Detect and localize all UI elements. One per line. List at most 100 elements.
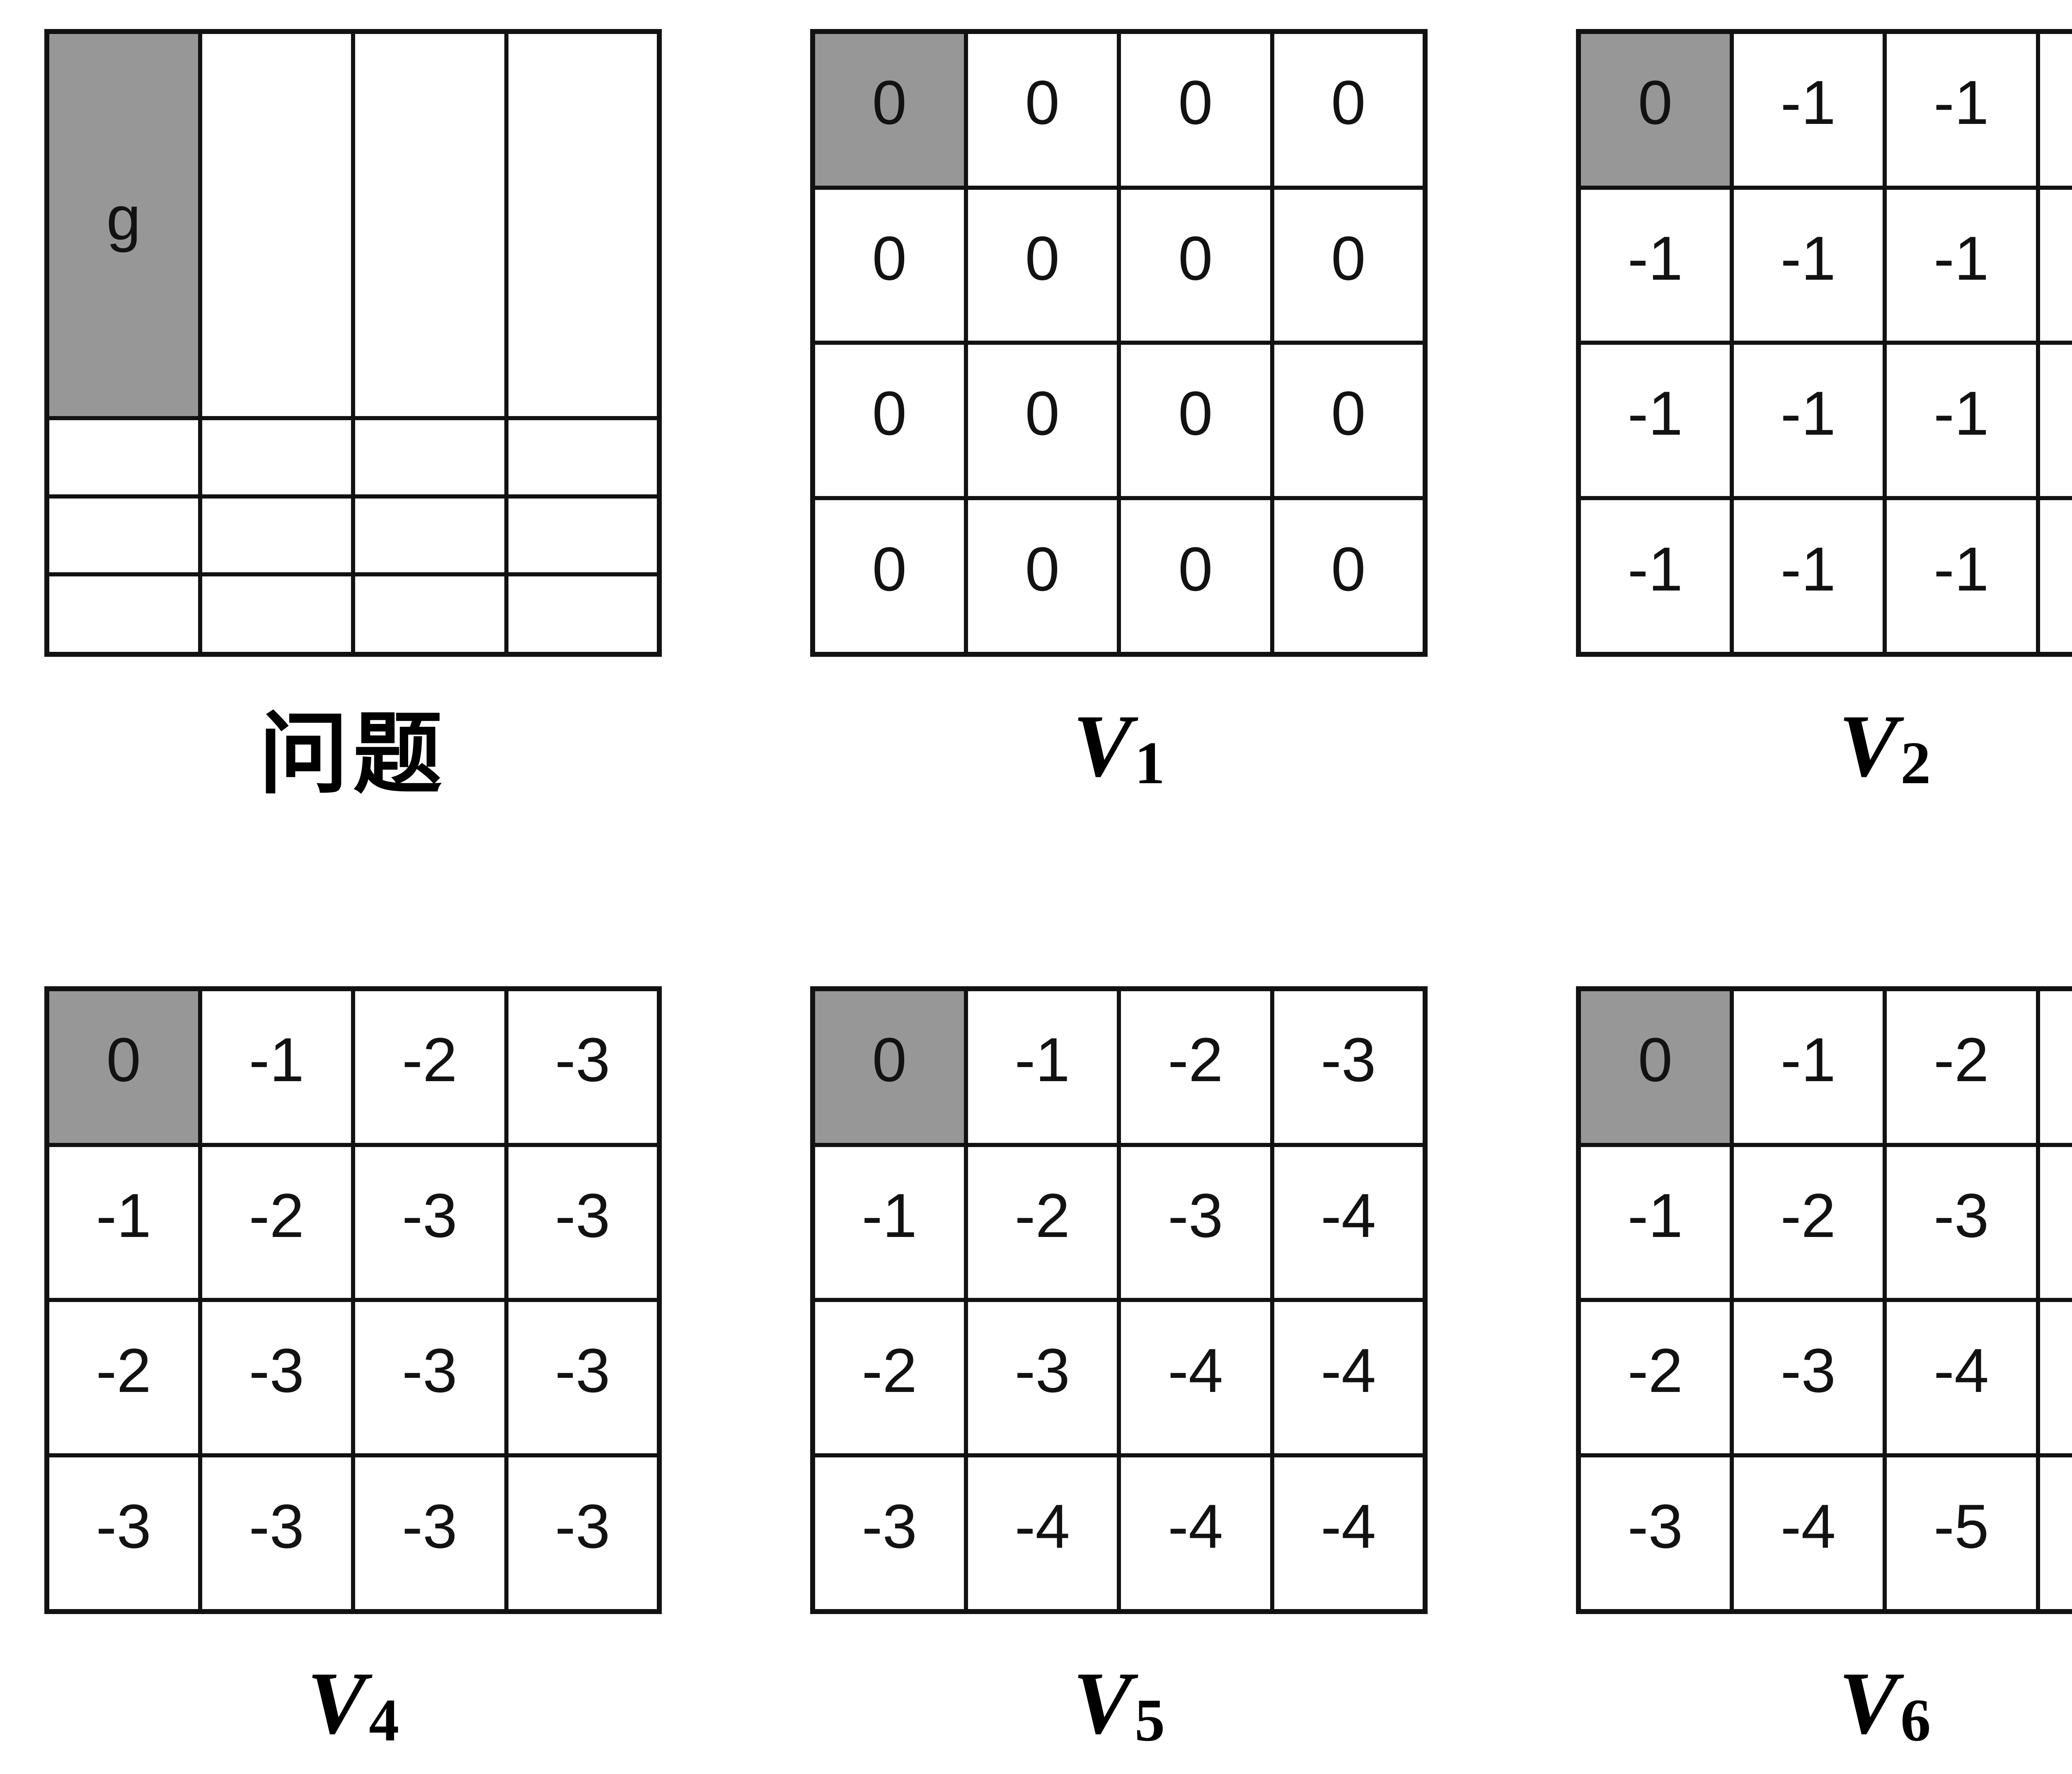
grid-cell bbox=[198, 416, 355, 499]
grid-cell: -1 bbox=[1576, 185, 1734, 345]
grid-cell: -2 bbox=[45, 1298, 202, 1458]
grid-cell bbox=[351, 416, 508, 499]
panel-v5: 0 -1 -2 -3 -1 -2 -3 -4 -2 -3 -4 -4 bbox=[810, 986, 1428, 1759]
grid-cell: 0 bbox=[1270, 29, 1427, 190]
goal-cell: 0 bbox=[45, 987, 202, 1147]
grid-cell bbox=[504, 572, 661, 656]
goal-cell: 0 bbox=[811, 29, 968, 190]
grid-cell: -2 bbox=[1117, 987, 1274, 1147]
grid-cell bbox=[45, 416, 202, 499]
v-subscript: 2 bbox=[1900, 729, 1931, 796]
grid-cell: 0 bbox=[811, 341, 968, 501]
grid-cell: -3 bbox=[963, 1298, 1121, 1458]
grid-cell: -1 bbox=[1576, 341, 1734, 501]
grid-cell: -5 bbox=[2036, 1453, 2072, 1614]
v-subscript: 6 bbox=[1900, 1686, 1931, 1754]
grid-cell: -1 bbox=[963, 987, 1121, 1147]
grid-cell: 0 bbox=[1270, 496, 1427, 656]
grid-cell: 0 bbox=[811, 185, 968, 345]
grid-cell: -3 bbox=[351, 1142, 508, 1302]
grid-cell: -4 bbox=[1883, 1298, 2040, 1458]
grid-cell: -3 bbox=[1270, 987, 1427, 1147]
grid-cell: -3 bbox=[811, 1453, 968, 1614]
grid-cell: -3 bbox=[45, 1453, 202, 1614]
grid-cell: -5 bbox=[2036, 1298, 2072, 1458]
grid-cell: -3 bbox=[198, 1453, 355, 1614]
grid-cell: 0 bbox=[1117, 29, 1274, 190]
grid-cell: -1 bbox=[1883, 185, 2040, 345]
grid-cell: -3 bbox=[198, 1298, 355, 1458]
grid-cell bbox=[198, 29, 355, 421]
grid-cell: -3 bbox=[504, 1298, 661, 1458]
grid-cell: 0 bbox=[963, 29, 1121, 190]
grid-cell: -1 bbox=[2036, 496, 2072, 656]
v-symbol: V bbox=[1072, 696, 1133, 795]
goal-cell: g bbox=[45, 29, 202, 421]
goal-cell: 0 bbox=[811, 987, 968, 1147]
grid-cell: 0 bbox=[963, 341, 1121, 501]
grid-cell: -2 bbox=[963, 1142, 1121, 1302]
v-subscript: 1 bbox=[1135, 729, 1165, 796]
grid-cell: 0 bbox=[1117, 496, 1274, 656]
grid-cell bbox=[351, 494, 508, 577]
grid-cell bbox=[504, 29, 661, 421]
grid-cell bbox=[45, 572, 202, 656]
grid-cell: -3 bbox=[504, 987, 661, 1147]
grid-cell bbox=[45, 494, 202, 577]
grid-cell: 0 bbox=[811, 496, 968, 656]
grid-cell: -4 bbox=[1270, 1453, 1427, 1614]
grid-caption-problem: 问题 bbox=[259, 705, 447, 804]
grid-cell: -4 bbox=[963, 1453, 1121, 1614]
grid-cell: -1 bbox=[1729, 496, 1887, 656]
v-symbol: V bbox=[307, 1653, 367, 1752]
grid-cell: -3 bbox=[2036, 987, 2072, 1147]
value-grid-v4: 0 -1 -2 -3 -1 -2 -3 -3 -2 -3 -3 -3 bbox=[44, 986, 662, 1614]
grid-cell: -1 bbox=[1883, 341, 2040, 501]
grid-cell: -1 bbox=[1729, 341, 1887, 501]
v-subscript: 4 bbox=[369, 1686, 399, 1754]
grid-cell: -2 bbox=[1729, 1142, 1887, 1302]
panel-v2: 0 -1 -1 -1 -1 -1 -1 -1 -1 -1 -1 -1 bbox=[1576, 29, 2072, 802]
figure-row-1: g bbox=[44, 29, 2072, 804]
grid-cell: 0 bbox=[963, 496, 1121, 656]
panel-v6: 0 -1 -2 -3 -1 -2 -3 -4 -2 -3 -4 -5 bbox=[1576, 986, 2072, 1759]
grid-cell: -3 bbox=[1729, 1298, 1887, 1458]
grid-cell bbox=[198, 572, 355, 656]
grid-cell: 0 bbox=[1117, 185, 1274, 345]
grid-cell: -3 bbox=[504, 1142, 661, 1302]
grid-cell: -1 bbox=[2036, 185, 2072, 345]
grid-cell: -1 bbox=[2036, 29, 2072, 190]
grid-cell bbox=[198, 494, 355, 577]
grid-cell bbox=[504, 494, 661, 577]
grid-cell: -2 bbox=[811, 1298, 968, 1458]
v-symbol: V bbox=[1072, 1653, 1133, 1752]
grid-cell: -3 bbox=[504, 1453, 661, 1614]
v-symbol: V bbox=[1838, 696, 1898, 795]
grid-cell bbox=[351, 29, 508, 421]
v-symbol: V bbox=[1838, 1653, 1898, 1752]
goal-cell: 0 bbox=[1576, 29, 1734, 190]
grid-cell: 0 bbox=[1270, 341, 1427, 501]
grid-cell: -1 bbox=[1576, 1142, 1734, 1302]
grid-cell: -1 bbox=[1729, 29, 1887, 190]
grid-cell: -3 bbox=[351, 1298, 508, 1458]
grid-cell: -3 bbox=[1883, 1142, 2040, 1302]
grid-cell: -4 bbox=[1117, 1298, 1274, 1458]
grid-cell: -2 bbox=[1883, 987, 2040, 1147]
panel-v1: 0 0 0 0 0 0 0 0 0 0 0 0 0 bbox=[810, 29, 1428, 802]
grid-cell: -1 bbox=[1729, 987, 1887, 1147]
panel-problem: g bbox=[44, 29, 662, 804]
grid-cell: -2 bbox=[351, 987, 508, 1147]
grid-cell: 0 bbox=[1117, 341, 1274, 501]
value-grid-v6: 0 -1 -2 -3 -1 -2 -3 -4 -2 -3 -4 -5 bbox=[1576, 986, 2072, 1614]
grid-cell: -1 bbox=[45, 1142, 202, 1302]
grid-cell: -4 bbox=[1729, 1453, 1887, 1614]
grid-cell: -1 bbox=[1883, 29, 2040, 190]
grid-cell: -3 bbox=[1576, 1453, 1734, 1614]
grid-cell: -4 bbox=[2036, 1142, 2072, 1302]
